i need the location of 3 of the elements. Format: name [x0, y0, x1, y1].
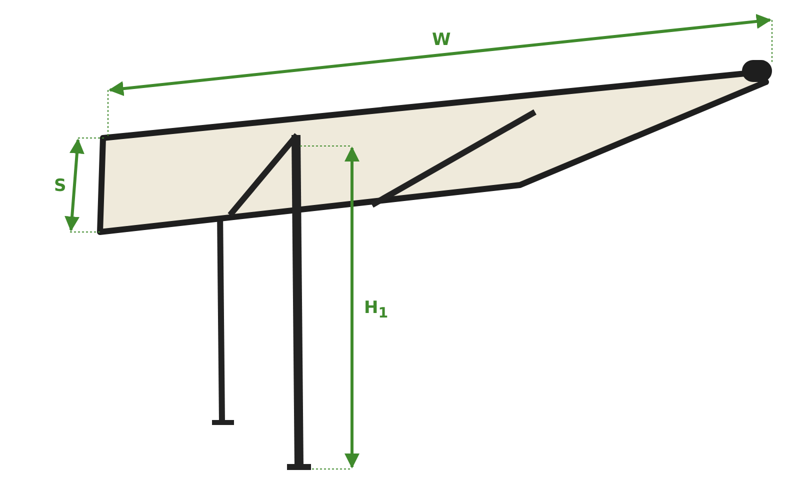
dimension-label: W [432, 32, 451, 49]
dimension-label: H$_{1}$ [364, 300, 388, 321]
dimension-label: S [54, 178, 66, 195]
